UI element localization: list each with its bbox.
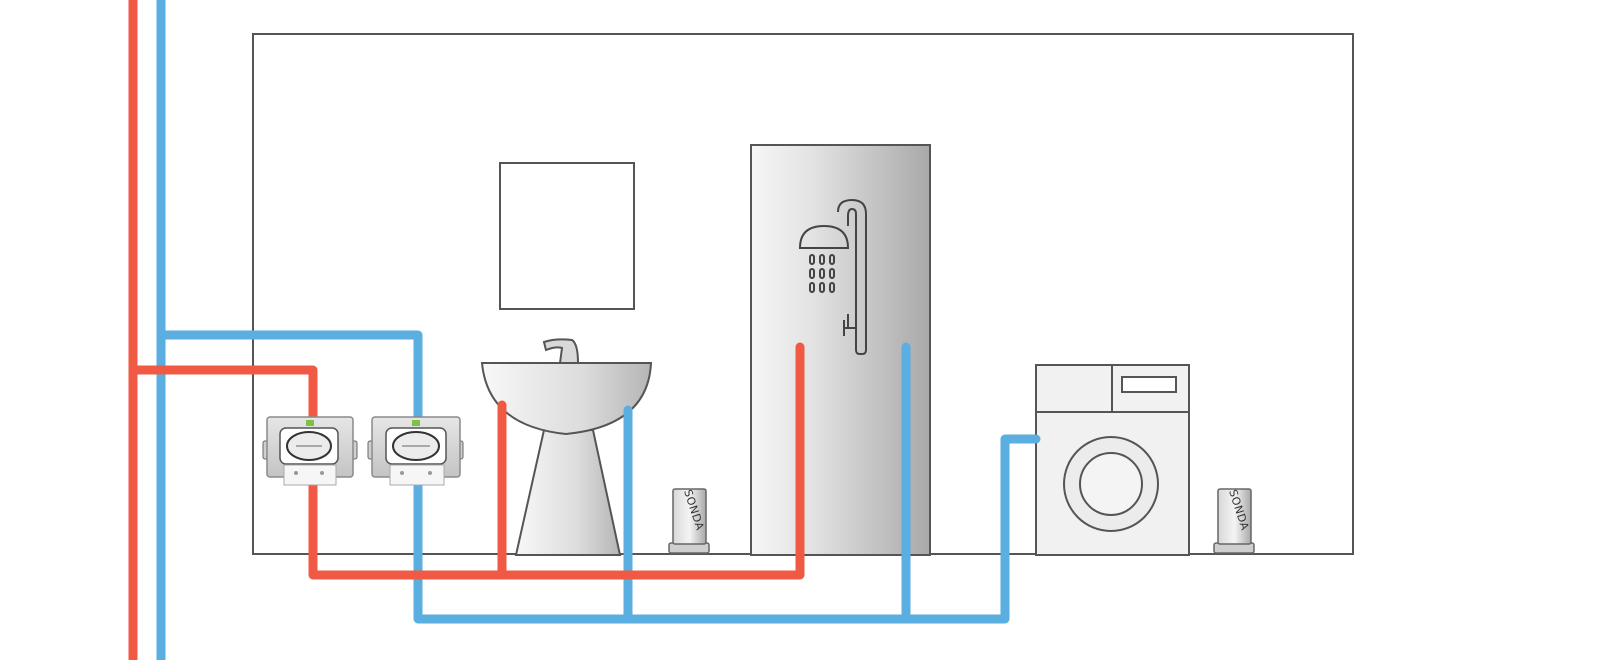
shower-icon <box>798 198 867 355</box>
washing-machine <box>1035 364 1190 556</box>
mirror <box>499 162 635 310</box>
cold-water-pipes <box>156 0 1041 660</box>
water-meter-cold <box>367 416 464 486</box>
sonda-sensor-2: SONDA <box>1213 488 1255 554</box>
sonda-sensor-1: SONDA <box>668 488 710 554</box>
washbasin <box>480 338 653 556</box>
water-meter-hot <box>262 416 358 486</box>
faucet <box>542 338 580 364</box>
shower-cabin <box>750 144 931 556</box>
hot-water-pipes <box>128 0 805 660</box>
